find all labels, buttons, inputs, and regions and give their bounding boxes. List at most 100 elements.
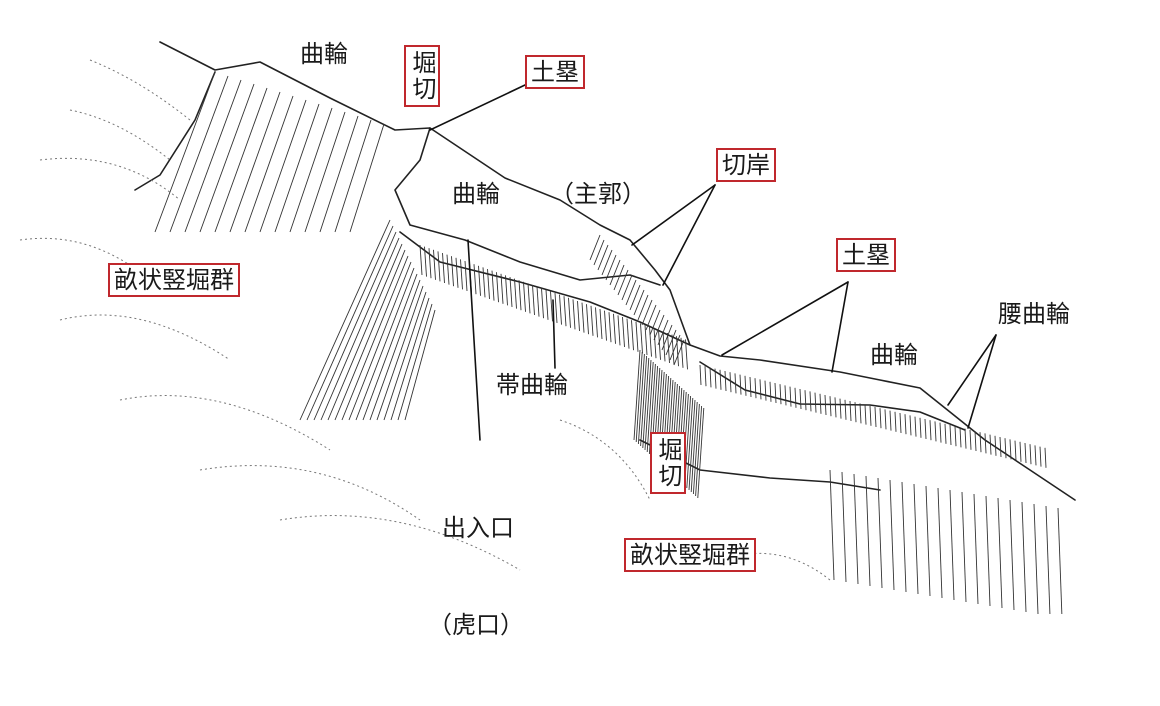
hatch-stroke: [214, 87, 268, 233]
hatch-stroke: [541, 288, 544, 319]
hatch-stroke: [640, 323, 643, 354]
hatch-stroke: [635, 321, 639, 352]
hatch-stroke: [509, 276, 513, 308]
hatch-stroke: [889, 479, 895, 591]
contour-mark: [199, 465, 421, 521]
hatch-stroke: [229, 91, 281, 233]
hatch-stroke: [259, 99, 307, 233]
hatch-stroke: [642, 357, 650, 449]
hatch-stroke: [629, 284, 641, 311]
hatch-stroke: [985, 495, 991, 607]
castle-ruins-diagram: 曲輪 堀切 土塁 曲輪 （主郭） 切岸 畝状竪堀群 土塁 腰曲輪 曲輪 帯曲輪 …: [19, 41, 1076, 639]
hatch-stroke: [680, 337, 684, 368]
hatch-stroke: [662, 331, 666, 362]
hatch-stroke: [437, 251, 441, 282]
hatch-stroke: [608, 312, 612, 343]
hatch-stroke: [626, 318, 630, 349]
hatch-stroke: [954, 426, 957, 447]
hatch-stroke: [348, 261, 412, 421]
hatch-stroke: [929, 420, 932, 441]
hatch-stroke: [889, 410, 892, 431]
hatch-stroke: [997, 497, 1003, 609]
hatch-stroke: [500, 273, 504, 304]
label-deiriguchi: 出入口 （虎口）: [428, 447, 524, 706]
hatch-stroke: [349, 123, 385, 233]
hatch-stroke: [390, 297, 430, 421]
hatch-stroke: [1014, 440, 1017, 461]
contour-mark: [59, 314, 231, 361]
hatch-stroke: [854, 402, 857, 423]
hatch-stroke: [814, 392, 817, 413]
hatch-stroke: [563, 296, 567, 327]
hatch-stroke: [433, 249, 436, 280]
hatch-stroke: [460, 259, 463, 290]
obi-leader: [552, 299, 556, 369]
hatch-stroke: [804, 390, 807, 411]
hatch-stroke: [661, 324, 673, 351]
hatch-stroke: [404, 309, 436, 421]
hatch-stroke: [744, 375, 747, 396]
hatch-stroke: [759, 379, 762, 400]
hatch-stroke: [514, 278, 517, 309]
hatch-stroke: [593, 239, 605, 266]
hatch-stroke: [1019, 441, 1022, 462]
hatch-stroke: [809, 391, 812, 412]
hatch-stroke: [649, 326, 652, 357]
hatch-stroke: [369, 279, 421, 421]
hatch-stroke: [169, 75, 229, 233]
hatch-stroke: [341, 255, 409, 421]
hatch-stroke: [989, 434, 992, 455]
hatch-stroke: [686, 397, 694, 489]
contour-mark: [39, 157, 181, 201]
hatch-stroke: [1024, 442, 1027, 464]
hatch-stroke: [919, 417, 922, 438]
hatch-stroke: [676, 336, 679, 367]
hatch-stroke: [554, 292, 558, 324]
hatch-stroke: [424, 246, 427, 277]
hatch-stroke: [849, 400, 852, 422]
hatch-stroke: [473, 264, 477, 295]
hatch-stroke: [909, 415, 912, 436]
hatch-stroke: [1044, 447, 1047, 468]
hatch-stroke: [934, 421, 937, 442]
hatch-stroke: [692, 403, 700, 495]
dorui-right-leader-2: [831, 281, 849, 373]
hatch-stroke: [685, 339, 688, 370]
hatch-stroke: [899, 412, 902, 434]
hatch-stroke: [877, 477, 883, 589]
hatch-stroke: [319, 115, 359, 233]
hatch-stroke: [749, 376, 752, 398]
hatch-stroke: [864, 404, 867, 425]
hatch-stroke: [904, 414, 907, 435]
hatch-stroke: [478, 265, 481, 296]
hatch-stroke: [572, 299, 576, 330]
hatch-stroke: [913, 483, 919, 595]
hatch-stroke: [633, 289, 645, 316]
hatch-stroke: [969, 429, 972, 450]
dorui-top-leader: [429, 84, 526, 131]
hatch-stroke: [419, 244, 423, 276]
hatch-stroke: [536, 286, 540, 317]
hatch-stroke: [779, 384, 782, 405]
hatch-stroke: [695, 405, 703, 497]
hatch-stroke: [688, 399, 696, 491]
hatch-stroke: [974, 430, 977, 452]
hatch-stroke: [637, 353, 645, 445]
label-deiriguchi-line1: 出入口: [442, 513, 514, 542]
hatch-stroke: [568, 297, 571, 328]
hatch-stroke: [789, 386, 792, 407]
hatch-stroke: [589, 234, 601, 261]
hatch-stroke: [819, 393, 822, 414]
hatch-stroke: [973, 493, 979, 605]
hatch-stroke: [599, 308, 603, 340]
label-dorui-top: 土塁: [525, 55, 585, 89]
hatch-stroke: [532, 284, 535, 316]
hatch-stroke: [289, 107, 333, 233]
hatch-stroke: [518, 280, 522, 311]
hatch-stroke: [299, 219, 391, 421]
label-shukaku: （主郭）: [550, 180, 646, 208]
hatch-stroke: [1039, 446, 1042, 467]
hatch-stroke: [244, 95, 294, 233]
hatch-stroke: [496, 272, 499, 303]
hatch-stroke: [646, 361, 654, 453]
